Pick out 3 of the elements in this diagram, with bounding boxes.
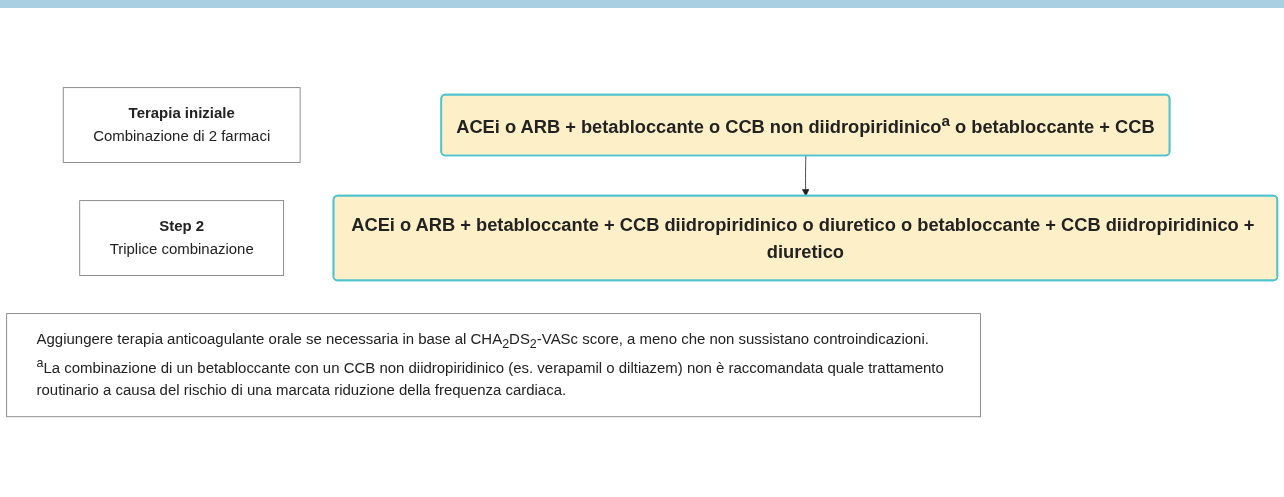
node-box: Terapia iniziale Combinazione di 2 farmaci: [62, 87, 301, 164]
node-box: Aggiungere terapia anticoagulante orale se necessaria in base al CHA$_{2}$DS$_{2}$-VASc score, a meno che non sussistano controindicazioni. $^{a}$La combinazione di un betabloccante con un CCB non diidropiridinico (es. verapamil o diltiazem) non è raccomandata quale trattamento routinario a causa del rischio di una marcata riduzione della frequenza cardiaca.: [6, 313, 981, 418]
node-box: Step 2 Triplice combinazione: [79, 200, 285, 277]
